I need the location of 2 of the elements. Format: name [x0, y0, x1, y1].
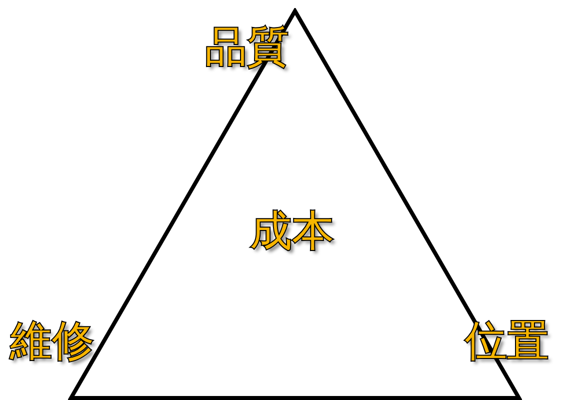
- center-label: 成本: [250, 208, 334, 254]
- corner-label: 維修: [10, 318, 94, 364]
